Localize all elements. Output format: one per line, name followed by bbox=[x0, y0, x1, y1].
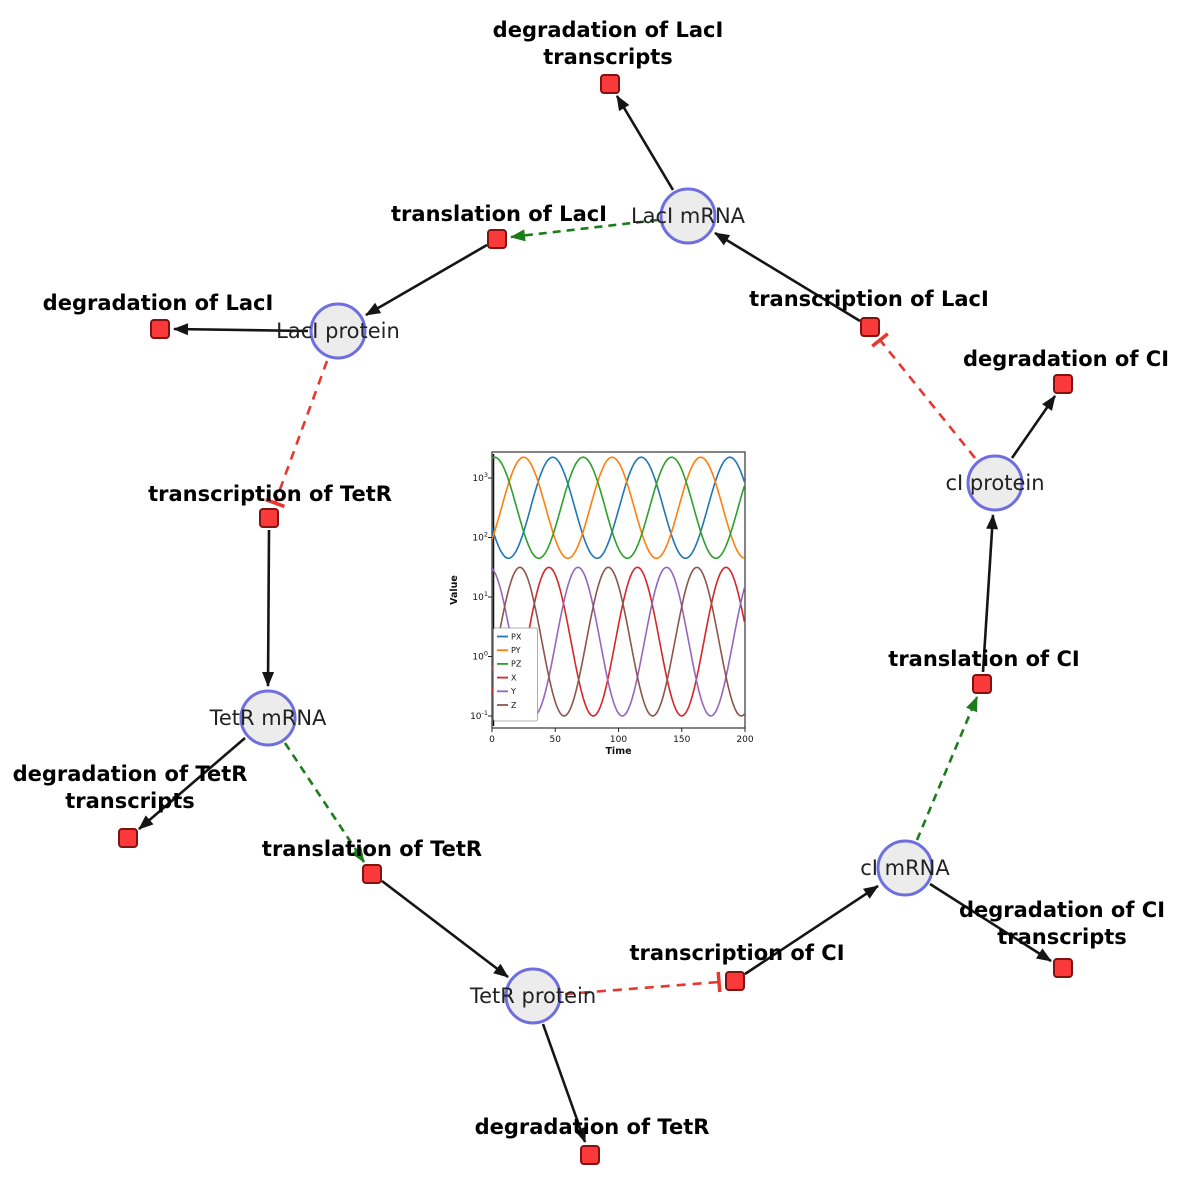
edge-cI-mRNA-modifies-translation-cI bbox=[915, 696, 979, 841]
reaction-node-degradation-cI-transcripts bbox=[1053, 958, 1073, 978]
edge-lacI-mRNA-modifies-translation-lacI bbox=[510, 218, 659, 242]
legend-label-PZ: PZ bbox=[511, 660, 522, 669]
species-node-lacI-protein bbox=[309, 302, 367, 360]
edge-cI-protein-inhibits-transcription-lacI bbox=[871, 332, 977, 459]
y-axis-label: Value bbox=[449, 575, 460, 605]
reaction-label-translation-cI: translation of CI bbox=[888, 647, 1079, 671]
edge-tetR-mRNA-to-degradation-transcripts bbox=[138, 737, 246, 830]
edge-translation-lacI-to-lacI-protein bbox=[365, 243, 488, 317]
reaction-node-degradation-cI bbox=[1053, 374, 1073, 394]
edge-cI-protein-to-degradation bbox=[1010, 395, 1057, 459]
y-tick-label: 100 bbox=[472, 650, 488, 663]
edge-cI-mRNA-to-degradation-transcripts bbox=[929, 882, 1052, 963]
reaction-node-degradation-tetR bbox=[580, 1145, 600, 1165]
series-curve-PX bbox=[492, 456, 745, 560]
species-node-lacI-mRNA bbox=[659, 187, 717, 245]
y-tick-label: 10-1 bbox=[470, 709, 488, 722]
series-curve-PZ bbox=[492, 456, 745, 560]
reaction-label-translation-lacI: translation of LacI bbox=[391, 202, 607, 226]
species-label-lacI-protein: LacI protein bbox=[276, 319, 400, 343]
y-tick-label: 103 bbox=[472, 471, 488, 484]
edge-translation-cI-to-cI-protein bbox=[981, 514, 999, 673]
series-curve-PY bbox=[492, 456, 745, 560]
x-tick-label: 50 bbox=[550, 735, 562, 745]
legend-box bbox=[493, 627, 538, 722]
species-label-tetR-mRNA: TetR mRNA bbox=[209, 706, 327, 730]
edge-tetR-protein-to-degradation bbox=[541, 1023, 587, 1143]
chart-legend: PX PY PZ XYZ bbox=[493, 627, 538, 722]
reaction-node-degradation-lacI bbox=[150, 319, 170, 339]
edge-transcription-tetR-to-tetR-mRNA bbox=[262, 529, 275, 687]
reaction-label-transcription-lacI: transcription of LacI bbox=[749, 287, 989, 311]
reaction-label-transcription-tetR: transcription of TetR bbox=[148, 482, 392, 506]
legend-label-X: X bbox=[511, 673, 517, 682]
species-node-tetR-mRNA bbox=[239, 689, 297, 747]
legend-label-PX: PX bbox=[511, 632, 522, 641]
nodes-layer bbox=[118, 74, 1073, 1165]
legend-label-Y: Y bbox=[510, 687, 516, 696]
species-label-lacI-mRNA: LacI mRNA bbox=[631, 204, 746, 228]
reaction-node-transcription-lacI bbox=[860, 317, 880, 337]
reaction-node-translation-cI bbox=[972, 674, 992, 694]
series-curve-Z bbox=[492, 566, 745, 717]
reaction-node-transcription-tetR bbox=[259, 508, 279, 528]
edge-transcription-lacI-to-lacI-mRNA bbox=[714, 231, 861, 323]
species-node-cI-mRNA bbox=[876, 839, 934, 897]
species-node-cI-protein bbox=[966, 454, 1024, 512]
x-tick-label: 200 bbox=[736, 735, 753, 745]
legend-label-Z: Z bbox=[511, 701, 517, 710]
x-tick-label: 150 bbox=[673, 735, 690, 745]
y-tick-label: 101 bbox=[472, 590, 488, 603]
reaction-node-translation-lacI bbox=[487, 229, 507, 249]
species-node-tetR-protein bbox=[504, 967, 562, 1025]
reaction-label-degradation-cI: degradation of CI bbox=[963, 347, 1169, 371]
x-axis-label: Time bbox=[605, 746, 631, 757]
edge-tetR-protein-inhibits-transcription-cI bbox=[564, 971, 722, 996]
reaction-node-degradation-tetR-transcripts bbox=[118, 828, 138, 848]
reaction-label-transcription-cI: transcription of CI bbox=[629, 941, 844, 965]
reaction-label-degradation-lacI: degradation of LacI bbox=[43, 291, 274, 315]
reaction-label-translation-tetR: translation of TetR bbox=[262, 837, 482, 861]
y-tick-label: 102 bbox=[472, 531, 488, 544]
edge-transcription-cI-to-cI-mRNA bbox=[744, 884, 879, 976]
x-tick-label: 100 bbox=[610, 735, 627, 745]
reaction-label-degradation-tetR: degradation of TetR bbox=[475, 1115, 710, 1139]
edge-lacI-protein-to-degradation bbox=[173, 323, 309, 336]
edge-lacI-mRNA-to-degradation-transcripts bbox=[615, 95, 675, 191]
reaction-node-degradation-lacI-transcripts bbox=[600, 74, 620, 94]
edges-layer bbox=[138, 95, 1057, 1143]
species-label-cI-protein: cI protein bbox=[945, 471, 1044, 495]
x-tick-label: 0 bbox=[489, 735, 495, 745]
species-label-tetR-protein: TetR protein bbox=[469, 984, 596, 1008]
edge-tetR-mRNA-modifies-translation-tetR bbox=[283, 742, 366, 863]
reaction-node-transcription-cI bbox=[725, 971, 745, 991]
reaction-node-translation-tetR bbox=[362, 864, 382, 884]
species-label-cI-mRNA: cI mRNA bbox=[860, 856, 950, 880]
edge-translation-tetR-to-tetR-protein bbox=[381, 879, 509, 979]
legend-label-PY: PY bbox=[511, 646, 521, 655]
